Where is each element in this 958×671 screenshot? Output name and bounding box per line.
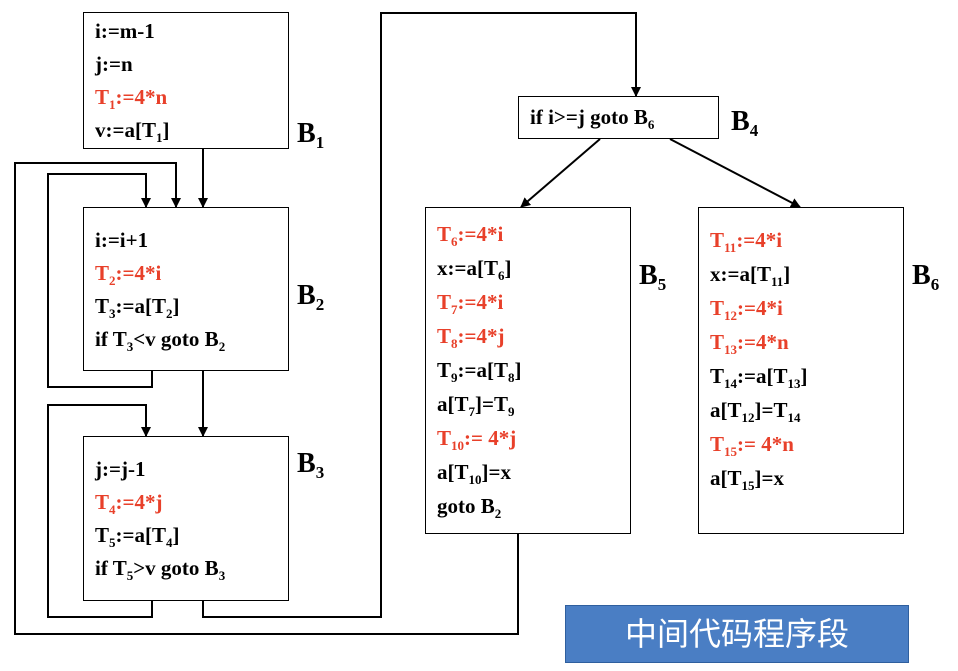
code-line: a[T15]=x [710,466,784,493]
code-line: goto B2 [437,494,502,521]
code-line: T2:=4*i [95,261,162,288]
edge-b3-b4 [202,12,641,618]
edge-b5-b2 [14,162,519,635]
code-line: a[T10]=x [437,460,511,487]
code-line: T8:=4*j [437,324,505,351]
code-line: i:=i+1 [95,228,149,252]
code-line: T5:=a[T4] [95,523,180,550]
block-b6-label: B6 [912,260,940,294]
code-line: i:=m-1 [95,19,155,43]
code-line: T15:= 4*n [710,432,794,459]
block-b1-label: B1 [297,118,325,152]
edge-b4-b5 [520,138,601,208]
code-line: T4:=4*j [95,490,163,517]
code-line: T6:=4*i [437,222,504,249]
code-line: x:=a[T11] [710,262,791,289]
block-b2-label: B2 [297,280,325,314]
code-line: if T3<v goto B2 [95,327,226,354]
edge-b4-b6 [669,138,801,208]
block-b4-condition: if i>=j goto B6 [530,105,655,132]
block-b3-label: B3 [297,448,325,482]
code-line: j:=j-1 [95,457,146,481]
code-line: T14:=a[T13] [710,364,808,391]
block-b5-label: B5 [639,260,667,294]
caption-banner: 中间代码程序段 [565,605,909,663]
code-line: T12:=4*i [710,296,783,323]
code-line: v:=a[T1] [95,118,170,145]
block-b4-label: B4 [731,106,759,140]
code-line: T10:= 4*j [437,426,517,453]
block-b4: if i>=j goto B6 [518,96,719,139]
code-line: T1:=4*n [95,85,168,112]
code-line: if T5>v goto B3 [95,556,226,583]
code-line: x:=a[T6] [437,256,512,283]
code-line: T9:=a[T8] [437,358,522,385]
code-line: T3:=a[T2] [95,294,180,321]
code-line: T7:=4*i [437,290,504,317]
code-line: j:=n [95,52,133,76]
code-line: T11:=4*i [710,228,783,255]
edge-b2-loop [47,173,153,388]
code-line: a[T12]=T14 [710,398,801,425]
edge-b3-loop [47,404,153,618]
code-line: T13:=4*n [710,330,789,357]
code-line: a[T7]=T9 [437,392,515,419]
